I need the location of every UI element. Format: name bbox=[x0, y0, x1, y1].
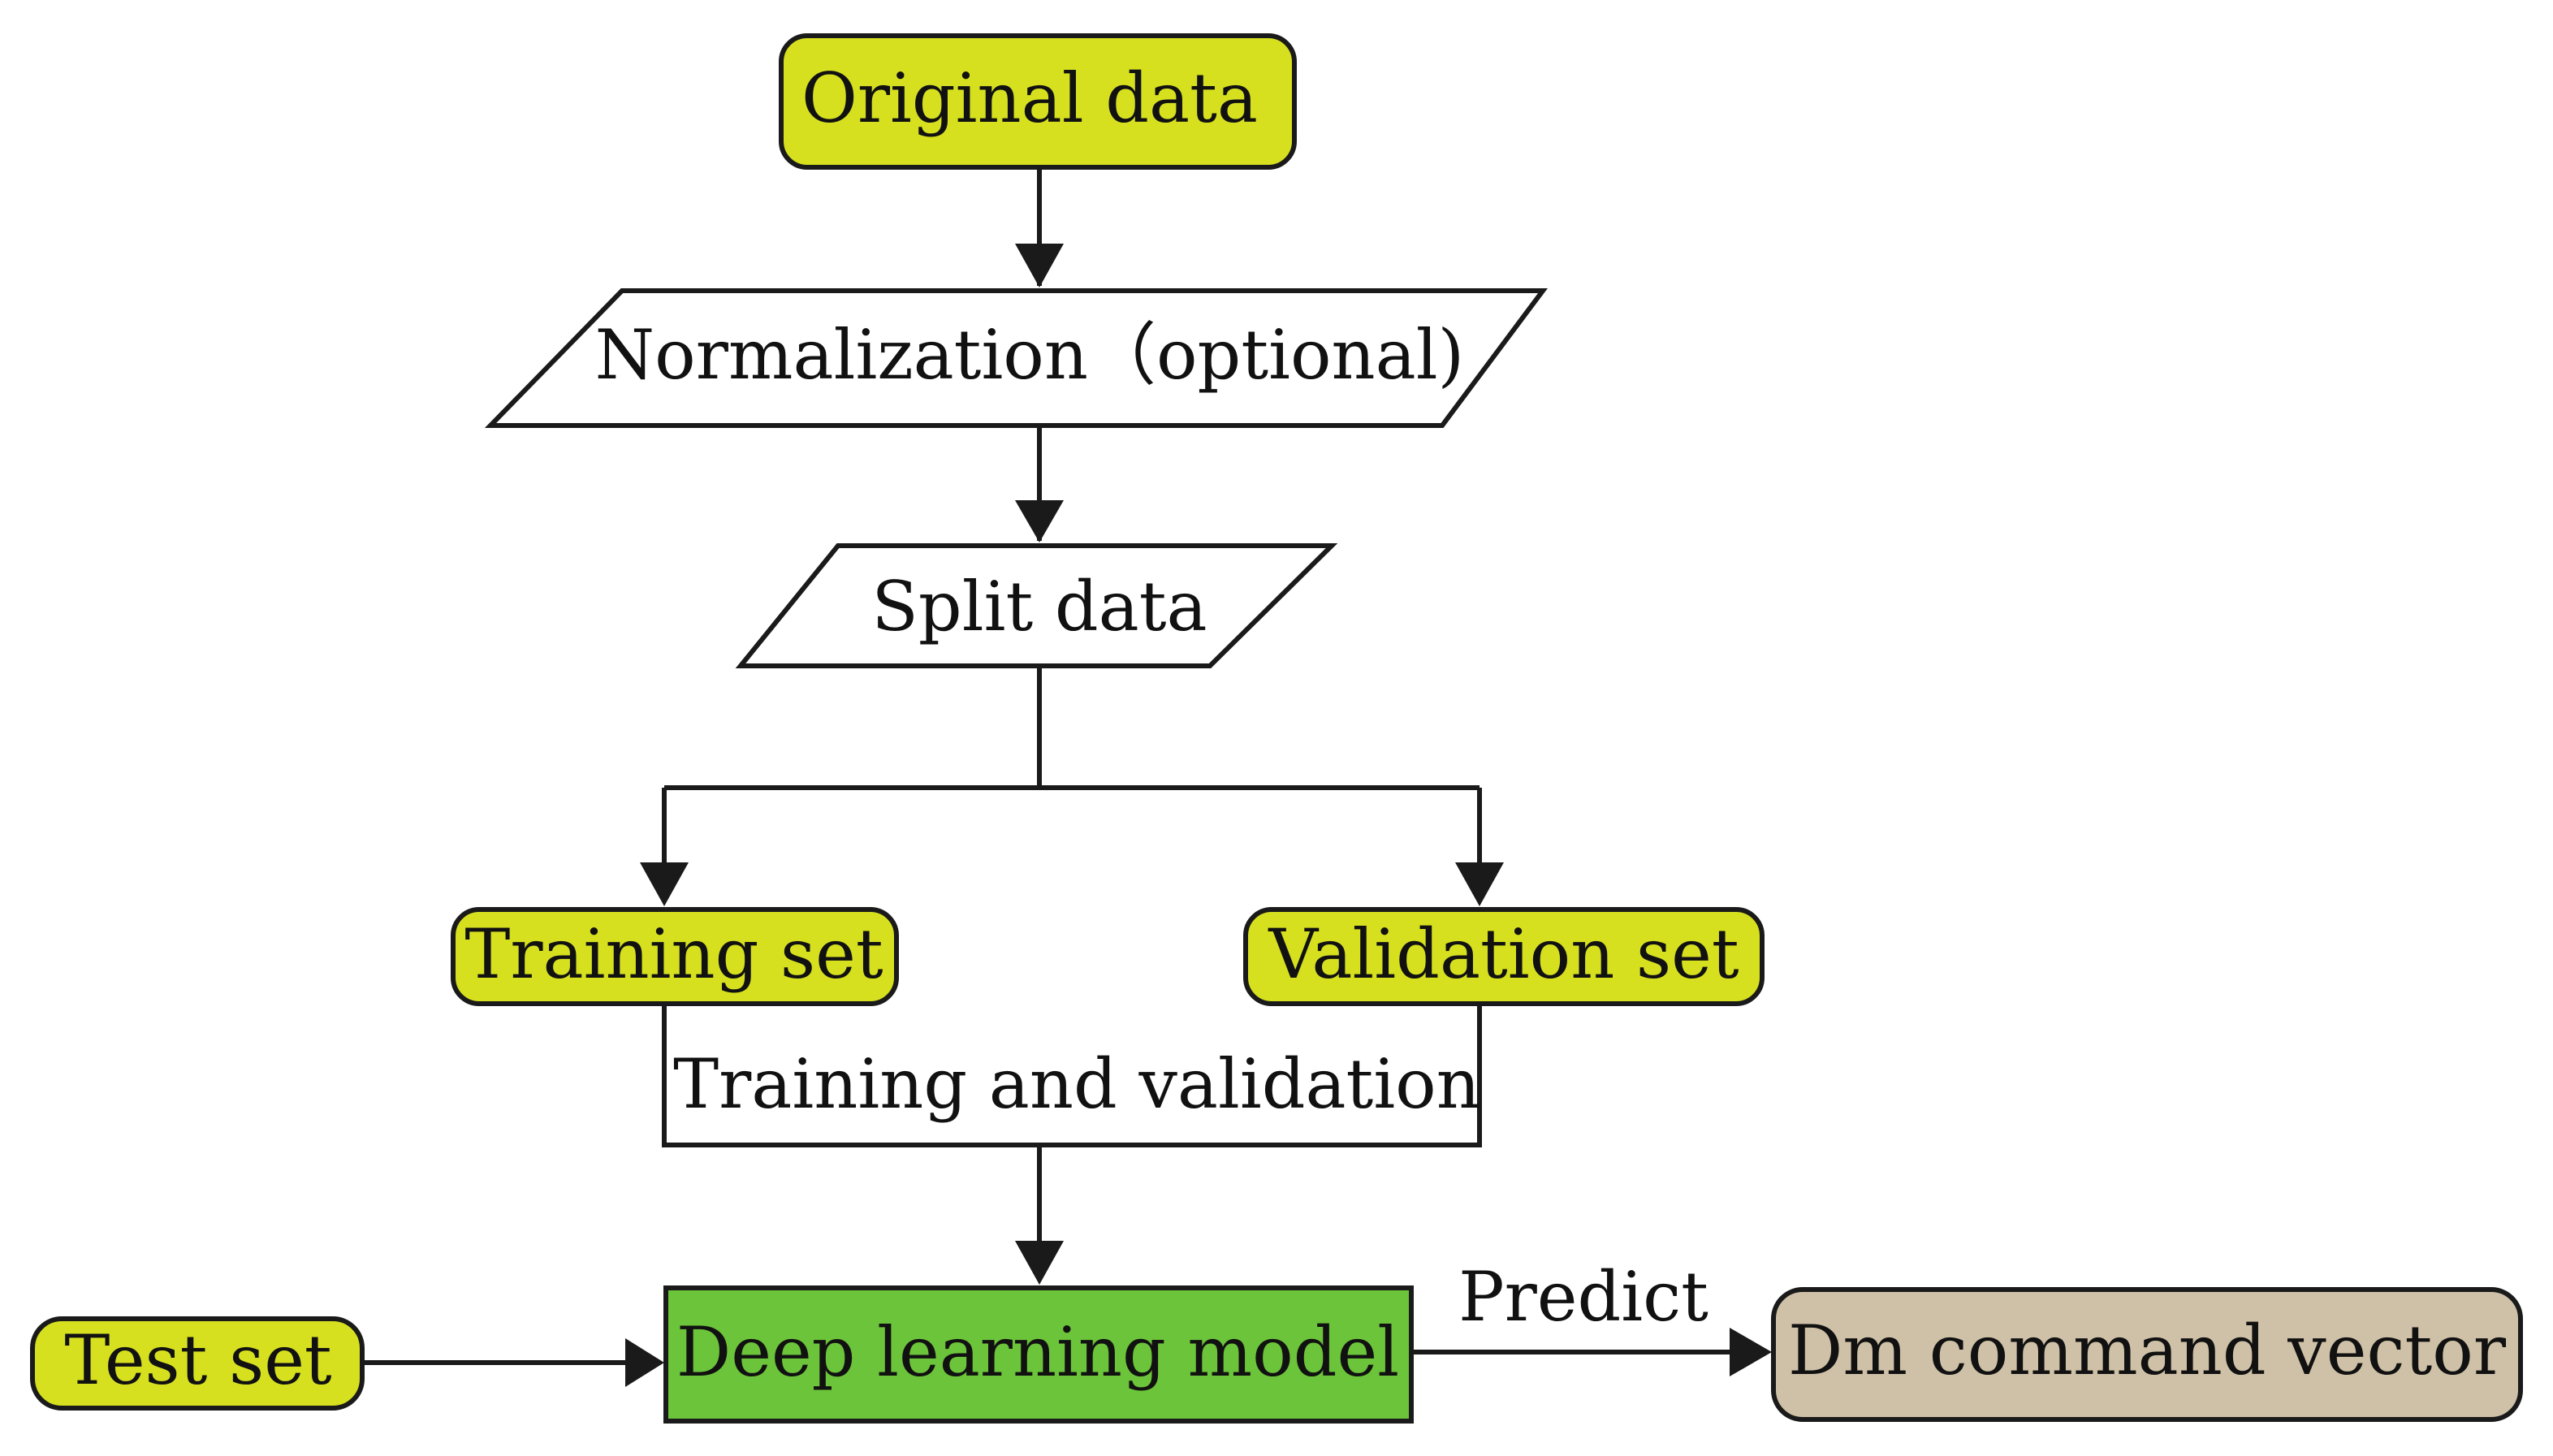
node-deep-learning-model: Deep learning model bbox=[663, 1285, 1414, 1424]
node-test-set: Test set bbox=[30, 1316, 365, 1411]
arrowhead-model bbox=[1015, 1241, 1064, 1285]
arrowhead-output bbox=[1730, 1328, 1772, 1376]
node-dm-command-vector: Dm command vector bbox=[1771, 1287, 2523, 1422]
node-validation-set-label: Validation set bbox=[1268, 914, 1739, 994]
node-training-and-validation-label: Training and validation bbox=[673, 1044, 1480, 1124]
node-test-set-label: Test set bbox=[64, 1320, 332, 1400]
node-normalization-label: Normalization（optional) bbox=[595, 315, 1465, 395]
node-training-and-validation: Training and validation bbox=[662, 1004, 1482, 1147]
node-normalization: Normalization（optional) bbox=[484, 288, 1548, 428]
node-deep-learning-model-label: Deep learning model bbox=[676, 1312, 1399, 1392]
node-dm-command-vector-label: Dm command vector bbox=[1788, 1311, 2507, 1390]
arrowhead-normalization bbox=[1015, 244, 1064, 287]
node-original-data: Original data bbox=[779, 33, 1297, 170]
node-validation-set: Validation set bbox=[1243, 907, 1765, 1006]
connectors bbox=[362, 167, 1772, 1387]
arrowhead-validation-set bbox=[1455, 862, 1504, 906]
arrowhead-test-to-model bbox=[625, 1338, 664, 1387]
arrowhead-split bbox=[1015, 500, 1064, 542]
node-original-data-label: Original data bbox=[801, 58, 1258, 138]
node-training-set: Training set bbox=[451, 907, 899, 1006]
arrowhead-training-set bbox=[640, 862, 689, 906]
node-split-data: Split data bbox=[735, 543, 1338, 668]
node-training-set-label: Training set bbox=[464, 914, 883, 994]
edge-predict-label: Predict bbox=[1458, 1257, 1708, 1337]
node-split-data-label: Split data bbox=[871, 567, 1207, 646]
